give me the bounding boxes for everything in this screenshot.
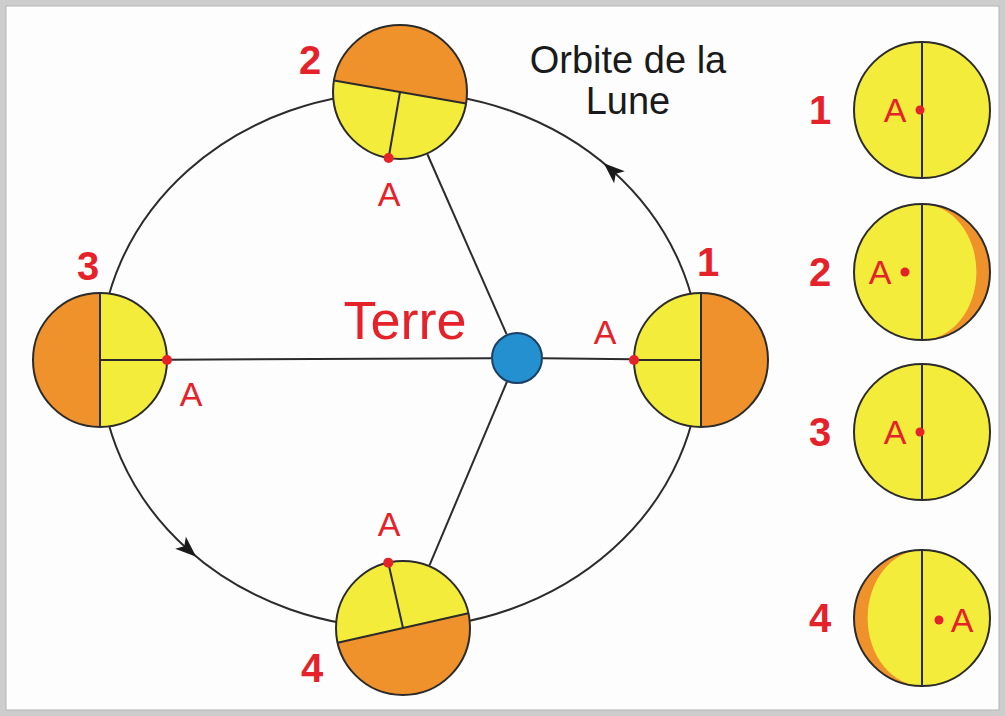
moon-disc <box>634 293 768 427</box>
point-label: A <box>378 507 401 541</box>
point-label: A <box>951 603 974 637</box>
position-number: 2 <box>299 40 321 80</box>
point-dot <box>901 268 910 277</box>
point-label: A <box>378 177 401 211</box>
earth-moon-line <box>168 358 491 360</box>
moon-shadow-half <box>334 25 467 103</box>
moon-disc <box>854 364 990 500</box>
radius-line <box>388 563 403 628</box>
moon-view: 2A <box>853 203 991 341</box>
meridian-line <box>921 550 923 686</box>
point-dot <box>384 153 394 163</box>
moon-outline <box>33 293 167 427</box>
view-shape <box>853 363 991 501</box>
panel <box>6 6 999 710</box>
point-dot <box>916 428 925 437</box>
point-label: A <box>180 377 203 411</box>
radius-line <box>389 92 400 158</box>
crescent-shadow <box>922 204 990 340</box>
meridian-line <box>921 204 923 340</box>
moon-disc <box>854 550 990 686</box>
moon-disc <box>336 561 470 695</box>
orbit-arrowhead <box>175 537 201 563</box>
point-dot <box>629 355 639 365</box>
earth-circle: Terre <box>491 332 543 384</box>
moon-outline <box>854 42 990 178</box>
moon-position: 1A <box>633 292 769 428</box>
moon-view: 3A <box>853 363 991 501</box>
earth-moon-line <box>543 357 633 360</box>
moon-shape <box>32 292 168 428</box>
position-number: 4 <box>301 648 323 688</box>
earth-moon-line <box>429 382 506 565</box>
orbit-label: Orbite de la Lune <box>528 40 728 122</box>
moon-disc <box>854 42 990 178</box>
moon-disc <box>33 293 167 427</box>
moon-position: 3A <box>32 292 168 428</box>
orbit-ellipse <box>100 92 700 628</box>
moon-outline <box>634 293 768 427</box>
moon-shape <box>332 24 468 160</box>
view-shape <box>853 41 991 179</box>
point-dot <box>916 106 925 115</box>
earth-shape <box>491 332 543 384</box>
moon-shape <box>633 292 769 428</box>
moon-position: 2A <box>332 24 468 160</box>
crescent-shadow <box>854 550 922 686</box>
moon-shape <box>335 560 471 696</box>
moon-outline <box>333 25 467 159</box>
moon-disc <box>854 204 990 340</box>
position-number: 1 <box>697 242 719 282</box>
view-number: 1 <box>809 90 831 130</box>
radius-line <box>634 359 701 361</box>
moon-outline <box>854 364 990 500</box>
point-dot <box>383 558 393 568</box>
point-label: A <box>869 255 892 289</box>
view-number: 3 <box>809 412 831 452</box>
point-dot <box>935 616 944 625</box>
moon-outline <box>854 204 990 340</box>
radius-line <box>100 359 167 361</box>
point-dot <box>162 355 172 365</box>
orbit-arrowhead <box>598 157 624 183</box>
moon-outline <box>336 561 470 695</box>
position-number: 3 <box>77 246 99 286</box>
moon-view: 4A <box>853 549 991 687</box>
moon-shadow-half <box>338 613 470 695</box>
moon-disc <box>333 25 467 159</box>
point-label: A <box>884 93 907 127</box>
earth-label: Terre <box>343 293 466 347</box>
point-label: A <box>594 315 617 349</box>
point-label: A <box>884 415 907 449</box>
moon-position: 4A <box>335 560 471 696</box>
moon-shadow-half <box>33 293 100 427</box>
moon-outline <box>854 550 990 686</box>
earth-disc <box>492 333 542 383</box>
view-number: 4 <box>809 598 831 638</box>
moon-shadow-half <box>701 293 768 427</box>
view-number: 2 <box>809 252 831 292</box>
moon-view: 1A <box>853 41 991 179</box>
